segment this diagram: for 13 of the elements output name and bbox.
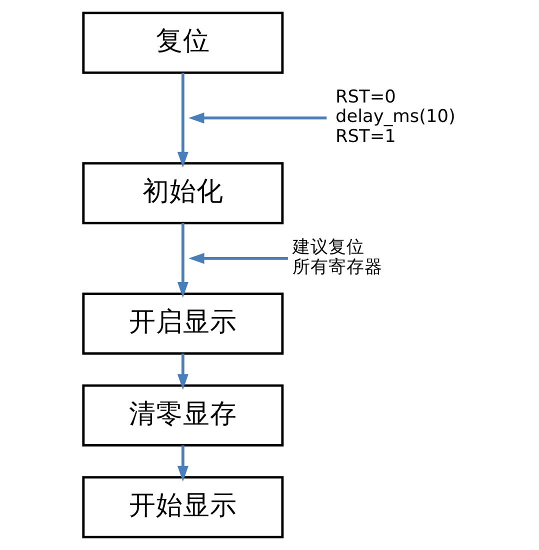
arrow (176, 445, 188, 482)
arrow (176, 72, 188, 168)
arrow (188, 112, 326, 124)
node-box: 清零显存 (82, 384, 284, 446)
node-box: 复位 (82, 12, 284, 74)
arrow (176, 354, 188, 390)
node-box: 开始显示 (82, 476, 284, 538)
node-text: RST=0 delay_ms(10) RST=1 (335, 87, 455, 148)
arrow (176, 223, 188, 298)
node-text: 建议复位所有寄存器 (292, 238, 382, 278)
arrow (188, 252, 288, 264)
node-box: 初始化 (82, 162, 284, 224)
node-box: 开启显示 (82, 292, 284, 355)
